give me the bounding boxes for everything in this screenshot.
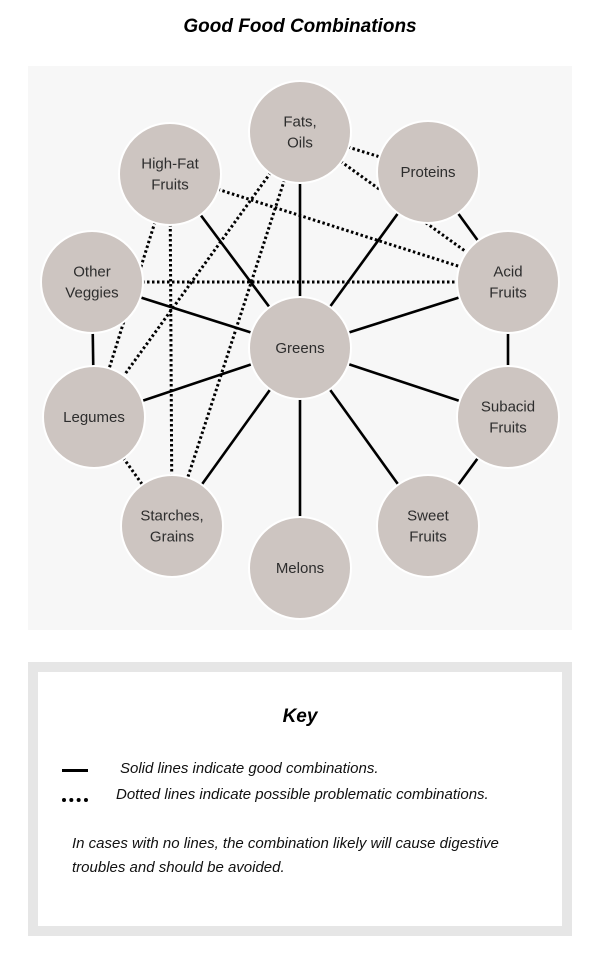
node-label-subacid-fruits: Fruits [489, 420, 527, 437]
node-circle-legumes [42, 365, 146, 469]
node-circle-acid-fruits [456, 230, 560, 334]
node-circle-melons [248, 516, 352, 620]
node-label-subacid-fruits: Subacid [481, 399, 535, 416]
node-fats-oils: Fats, Oils [248, 80, 352, 184]
food-nodes: Fats,OilsProteinsAcidFruitsSubacidFruits… [40, 80, 560, 620]
node-label-legumes: Legumes [63, 409, 125, 426]
node-label-starches-grains: Grains [150, 529, 194, 546]
node-greens: Greens [248, 296, 352, 400]
dotted-line-swatch [62, 798, 88, 802]
node-label-sweet-fruits: Fruits [409, 529, 447, 546]
dotted-line-high-fat-fruits-acid-fruits [169, 172, 509, 284]
node-proteins: Proteins [376, 120, 480, 224]
node-legumes: Legumes [42, 365, 146, 469]
node-label-other-veggies: Other [73, 264, 111, 281]
dotted-line-high-fat-fruits-starches-grains [168, 173, 174, 527]
key-note: In cases with no lines, the combination … [72, 835, 499, 876]
page-title: Good Food Combinations [183, 16, 417, 37]
node-label-starches-grains: Starches, [140, 508, 203, 525]
node-label-fats-oils: Oils [287, 135, 313, 152]
node-circle-high-fat-fruits [118, 122, 222, 226]
node-circle-sweet-fruits [376, 474, 480, 578]
key-dotted-text: Dotted lines indicate possible problemat… [116, 786, 489, 803]
node-label-high-fat-fruits: High-Fat [141, 156, 199, 173]
node-label-proteins: Proteins [400, 164, 455, 181]
node-circle-other-veggies [40, 230, 144, 334]
node-circle-subacid-fruits [456, 365, 560, 469]
solid-line-swatch [62, 769, 88, 772]
node-label-acid-fruits: Fruits [489, 285, 527, 302]
node-circle-starches-grains [120, 474, 224, 578]
key-panel: Key Solid lines indicate good combinatio… [38, 672, 562, 926]
dotted-line-fats-oils-legumes [92, 131, 302, 418]
key-box: Key Solid lines indicate good combinatio… [28, 662, 572, 936]
node-label-fats-oils: Fats, [283, 114, 316, 131]
node-label-other-veggies: Veggies [65, 285, 118, 302]
node-melons: Melons [248, 516, 352, 620]
node-circle-proteins [376, 120, 480, 224]
node-circle-fats-oils [248, 80, 352, 184]
key-solid-text: Solid lines indicate good combinations. [120, 760, 379, 777]
food-combination-diagram: Fats,OilsProteinsAcidFruitsSubacidFruits… [40, 80, 560, 620]
node-label-high-fat-fruits: Fruits [151, 177, 189, 194]
node-label-acid-fruits: Acid [493, 264, 522, 281]
node-starches-grains: Starches, Grains [120, 474, 224, 578]
node-label-sweet-fruits: Sweet [407, 508, 450, 525]
node-circle-greens [248, 296, 352, 400]
node-label-melons: Melons [276, 560, 324, 577]
key-title: Key [282, 706, 318, 727]
dotted-line-fats-oils-starches-grains [170, 131, 302, 527]
node-label-greens: Greens [275, 340, 324, 357]
